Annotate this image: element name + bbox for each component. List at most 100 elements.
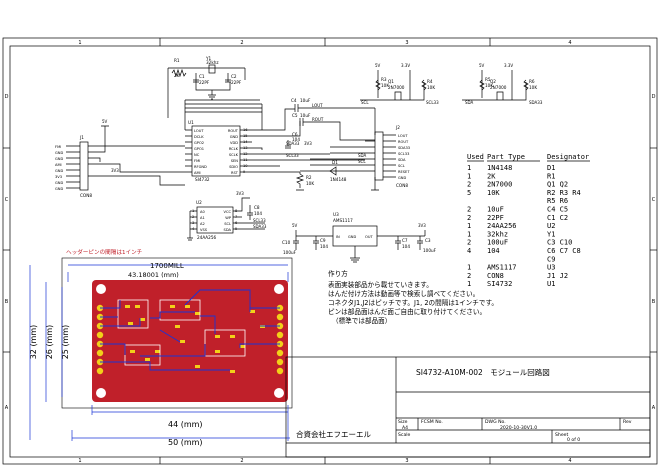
bom-cell-used: 2 (467, 214, 471, 222)
j1-pin-gnd-5: GND (55, 187, 63, 191)
ls2-net-sda: SDA (465, 100, 474, 105)
j1-pin-ami: AMI (55, 163, 62, 167)
r4-resistor (421, 79, 427, 91)
assembly-notes: 作り方 表面実装部品から載せていきます。 はんだ付け方法は動画等で検索し調べてく… (328, 269, 498, 325)
dwg-label: DWG No. (485, 419, 506, 425)
c7-capacitor (395, 236, 401, 250)
r2-resistor (295, 172, 305, 191)
q1-ref: Q1 (388, 79, 394, 84)
u1-pin-rfgnd: RFGND (194, 165, 207, 169)
net-rout: ROUT (312, 117, 324, 122)
u2-value: 24AA256 (197, 235, 217, 240)
net-3v3-c6: 3V3 (304, 141, 312, 146)
rev-label: Rev (623, 419, 632, 425)
bom-cell-used: 1 (467, 230, 471, 238)
pcb-trace (140, 289, 251, 357)
pcb-smd-pad (175, 325, 180, 328)
j1-pin-gnd-1: GND (55, 151, 63, 155)
pcb-smd-pad (230, 370, 235, 373)
j1-net-5v: 5V (102, 119, 108, 124)
r6-value: 10K (529, 85, 537, 90)
bom-cell-designator: D1 (547, 164, 555, 172)
c7-value: 104 (402, 244, 410, 249)
frame-col-bottom-2: 2 (240, 458, 243, 464)
r6-resistor (523, 79, 529, 91)
pcb-header-pad (96, 349, 104, 357)
bom-cell-part-type: 24AA256 (487, 222, 517, 230)
notes-line-2: はんだ付け方法は動画等で検索し調べてください。 (328, 289, 479, 298)
r1-value: 2K (174, 73, 180, 78)
j1-value: CON8 (80, 193, 92, 198)
j1-ref: J1 (79, 135, 84, 140)
bom-cell-used: 1 (467, 264, 471, 272)
bom-header-used: Used (467, 153, 484, 161)
bom-cell-designator: C3 C10 (547, 239, 572, 247)
c1-ref: C1 (199, 74, 205, 79)
u1-pin-vdd: VDD (230, 141, 238, 145)
pcb-smd-pad (250, 310, 255, 313)
pcb-smd-pad (145, 358, 150, 361)
r5-value: 10K (485, 83, 493, 88)
u2-ref: U2 (196, 200, 202, 205)
u2-pin-wp: WP (225, 216, 232, 220)
bom-cell-designator: U2 (547, 222, 555, 230)
u2-net-sda33: SDA33 (253, 224, 267, 229)
pcb-header-pad (276, 367, 284, 375)
pcb-silk-regulator (159, 299, 201, 321)
pcb-mount-hole-tr (274, 284, 284, 294)
pcb-mount-hole-br (274, 388, 284, 398)
notes-line-5: （標準では部品面） (332, 316, 391, 325)
drawing-title: SI4732-A10M-002 モジュール回路図 (416, 367, 550, 377)
q2-ref: Q2 (490, 79, 496, 84)
bom-cell-used: 2 (467, 272, 471, 280)
j1-pin-gnd-4: GND (55, 181, 63, 185)
pcb-header-pad (276, 349, 284, 357)
d1-r2: D1 1N4148 R2 10K (295, 160, 347, 191)
pcb-trace (100, 300, 141, 327)
frame-col-top-3: 3 (405, 40, 408, 46)
pcb-trace (100, 343, 230, 371)
bom-cell-designator: R5 R6 (547, 197, 568, 205)
u2-pin-a2: A2 (200, 222, 205, 226)
r3-resistor (375, 79, 381, 91)
c1-value: 22PF (199, 80, 210, 85)
frame-col-top-4: 4 (568, 40, 571, 46)
net-lout: LOUT (312, 103, 323, 108)
bom-cell-used: 1 (467, 164, 471, 172)
c7-ref: C7 (402, 238, 408, 243)
pcb-smd-pad (140, 318, 145, 321)
bom-cell-part-type: 22PF (487, 214, 504, 222)
bom-cell-designator: C1 C2 (547, 214, 568, 222)
u1-pin-gnd: GND (230, 135, 238, 139)
size-label: Size (398, 419, 408, 425)
c10-capacitor (293, 236, 299, 250)
crystal-section: R1 2K Y1 32khz C1 22PF C2 22PF (167, 56, 262, 118)
ls2-net-3v3: 3.3V (504, 63, 513, 68)
c8-capacitor (247, 205, 253, 220)
bom-cell-designator: C6 C7 C8 (547, 247, 581, 255)
pcb-smd-pad (215, 350, 220, 353)
y1-crystal (208, 64, 216, 74)
pcb-dim-bottom-2: 50 (mm) (168, 438, 203, 447)
frame-row-left-b: B (5, 299, 9, 305)
pcb-smd-pad (240, 345, 245, 348)
pcb-smd-pad (195, 312, 200, 315)
r4-ref: R4 (427, 79, 433, 84)
u1-ref: U1 (188, 120, 194, 125)
pcb-smd-pad (128, 322, 133, 325)
j1-pin-gnd-3: GND (55, 169, 63, 173)
title-block: SI4732-A10M-002 モジュール回路図 Size A4 FCSM No… (285, 356, 651, 458)
frame-col-bottom-3: 3 (405, 458, 408, 464)
pcb-mount-hole-tl (96, 284, 106, 294)
pcb-header-pad (276, 313, 284, 321)
bom-header-part-type: Part Type (487, 153, 525, 161)
u1-pin-sen: SEN (231, 159, 239, 163)
c8-ref: C8 (254, 205, 260, 210)
pcb-header-pad (96, 331, 104, 339)
u3-net-5v: 5V (292, 223, 298, 228)
net-scl33: SCL33 (286, 153, 299, 158)
company-name: 合資会社エフエーエル (296, 429, 371, 439)
net-sda33: SDA33 (286, 141, 300, 146)
pcb-silk-ic (117, 299, 149, 329)
r5-resistor (479, 79, 485, 91)
